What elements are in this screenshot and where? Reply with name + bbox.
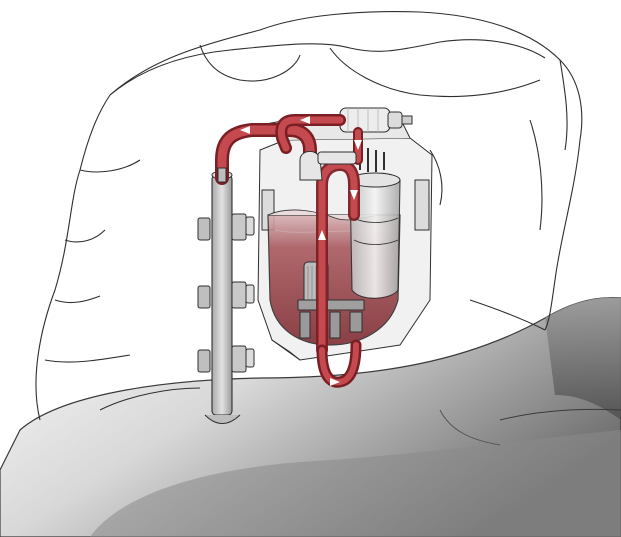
- outboard-fuel-system-diagram: [0, 0, 621, 537]
